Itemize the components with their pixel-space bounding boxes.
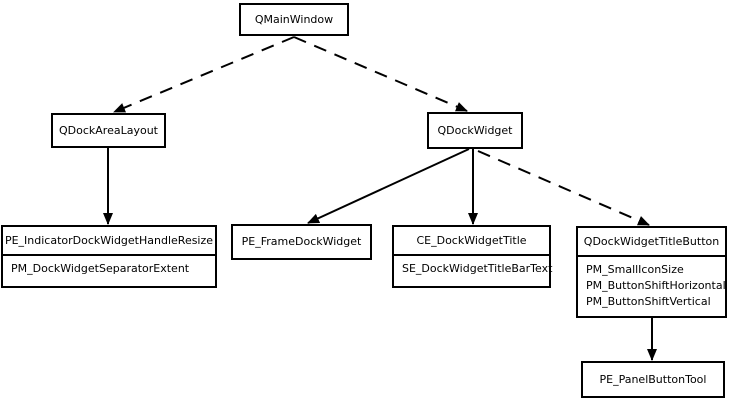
node-item: SE_DockWidgetTitleBarText xyxy=(402,262,553,275)
node-title: PE_PanelButtonTool xyxy=(599,372,707,386)
node-ce-dockwidgettitle: CE_DockWidgetTitle SE_DockWidgetTitleBar… xyxy=(392,225,553,288)
node-title: PE_IndicatorDockWidgetHandleResize xyxy=(3,227,215,256)
node-item: PM_ButtonShiftVertical xyxy=(586,295,711,308)
edge-qdockwidget-pe_framedockwidget xyxy=(307,148,470,224)
edge-qmainwindow-qdockarealayout xyxy=(113,36,295,113)
node-title: QDockAreaLayout xyxy=(59,123,158,137)
node-item: PM_ButtonShiftHorizontal xyxy=(586,279,726,292)
edges-group xyxy=(103,36,657,361)
node-pe-framedockwidget: PE_FrameDockWidget xyxy=(231,224,372,260)
node-items: SE_DockWidgetTitleBarText xyxy=(394,256,553,277)
node-title: CE_DockWidgetTitle xyxy=(394,227,549,256)
node-item: PM_SmallIconSize xyxy=(586,263,684,276)
node-items: PM_SmallIconSize PM_ButtonShiftHorizonta… xyxy=(578,257,726,310)
node-title: QDockWidget xyxy=(437,123,513,137)
node-qmainwindow: QMainWindow xyxy=(239,3,349,36)
edge-qmainwindow-qdockwidget xyxy=(293,36,468,112)
edge-qdockwidget-qdockwidgettitlebutton xyxy=(477,150,650,226)
node-items: PM_DockWidgetSeparatorExtent xyxy=(3,256,215,277)
node-pe-indicatordockwidgethandleresize: PE_IndicatorDockWidgetHandleResize PM_Do… xyxy=(1,225,217,288)
node-qdockwidgettitlebutton: QDockWidgetTitleButton PM_SmallIconSize … xyxy=(576,226,727,318)
node-title: PE_FrameDockWidget xyxy=(241,235,362,249)
node-title: QMainWindow xyxy=(254,12,334,26)
node-pe-panelbuttontool: PE_PanelButtonTool xyxy=(581,361,725,398)
node-title: QDockWidgetTitleButton xyxy=(578,228,725,257)
node-qdockarealayout: QDockAreaLayout xyxy=(51,113,166,148)
node-qdockwidget: QDockWidget xyxy=(427,112,523,149)
node-item: PM_DockWidgetSeparatorExtent xyxy=(11,262,190,275)
